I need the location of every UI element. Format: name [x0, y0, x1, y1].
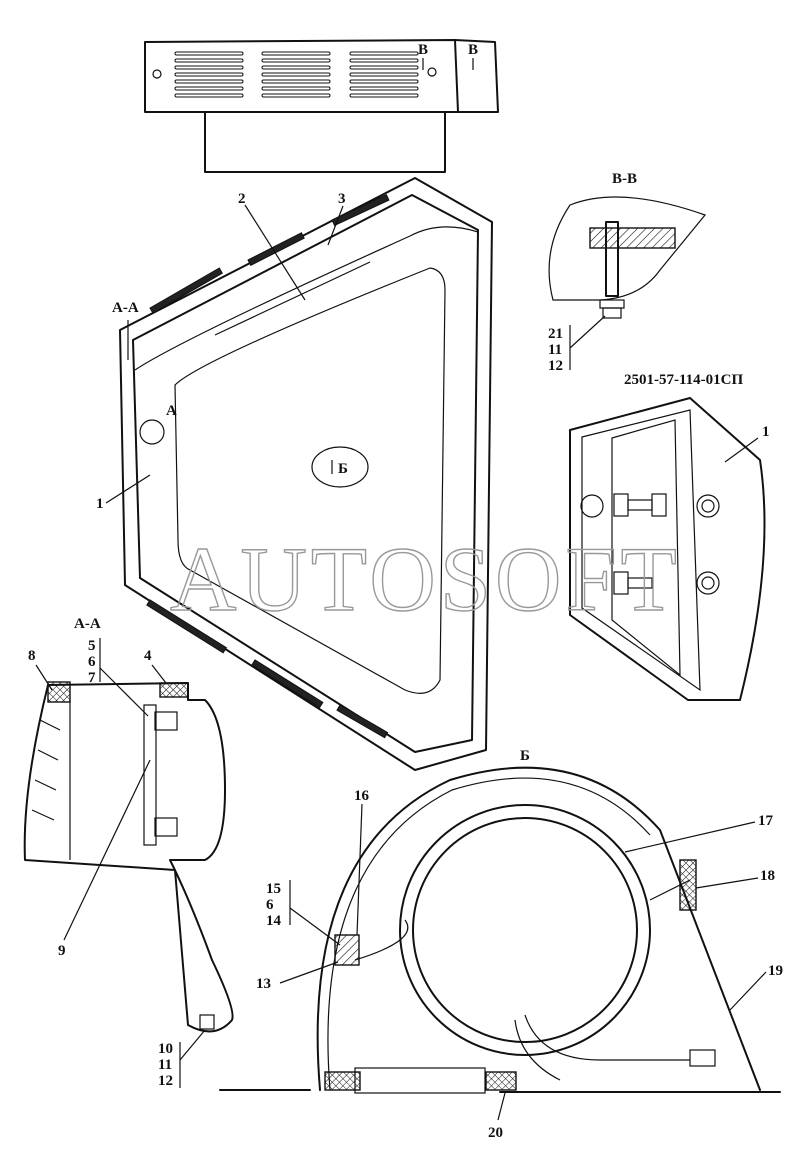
louver-slot: [349, 79, 419, 84]
section-aa-title: А-А: [74, 616, 101, 632]
louver-slot: [174, 72, 244, 77]
housing-main-view: Б 2 3 А-А А 1: [96, 177, 493, 771]
callout-6-b: 6: [266, 897, 274, 913]
callout-15: 15: [266, 881, 281, 897]
section-mark-b-right: В: [468, 42, 478, 58]
louver-slot: [261, 93, 331, 98]
louver-slot: [174, 79, 244, 84]
callout-12: 12: [548, 358, 563, 374]
louver-slot: [174, 86, 244, 91]
detail-fasteners: 1: [569, 397, 770, 701]
position-16-label: 16: [354, 788, 370, 804]
louver-slot: [349, 86, 419, 91]
position-3-label: 3: [338, 191, 346, 207]
section-a-marker: А: [166, 403, 177, 419]
callout-14: 14: [266, 913, 282, 929]
louver-slot: [349, 58, 419, 63]
callout-11: 11: [548, 342, 562, 358]
position-19-label: 19: [768, 963, 783, 979]
louver-slot: [261, 65, 331, 70]
louver-slot: [174, 93, 244, 98]
louver-slot: [174, 65, 244, 70]
position-8-label: 8: [28, 648, 36, 664]
view-b-title: Б: [520, 748, 530, 764]
louver-slot: [261, 86, 331, 91]
section-mark-b-left: В: [418, 42, 428, 58]
louver-slot: [261, 72, 331, 77]
louver-slot: [349, 72, 419, 77]
position-13-label: 13: [256, 976, 271, 992]
position-4-label: 4: [144, 648, 152, 664]
position-18-label: 18: [760, 868, 775, 884]
callout-7: 7: [88, 670, 96, 686]
section-aa-marker: А-А: [112, 300, 139, 316]
position-2-label: 2: [238, 191, 246, 207]
callout-11-bottom: 11: [158, 1057, 172, 1073]
position-1-label: 1: [96, 496, 104, 512]
louver-slot: [349, 93, 419, 98]
callout-6: 6: [88, 654, 96, 670]
document-code: 2501-57-114-01СП: [624, 372, 743, 388]
louver-slot: [261, 51, 331, 56]
louver-slot: [261, 58, 331, 63]
callout-10: 10: [158, 1041, 173, 1057]
section-aa: А-А 5 6 7 8 4 9 10 11 12: [23, 616, 234, 1089]
position-17-label: 17: [758, 813, 774, 829]
section-bb: В-В 21 11 12: [548, 171, 707, 374]
view-b-fan: Б 16 17 15 6 14 13 18 19 20: [219, 748, 783, 1141]
position-20-label: 20: [488, 1125, 503, 1141]
grille-top-view: В В: [144, 39, 499, 173]
louver-slot: [349, 51, 419, 56]
view-b-marker: Б: [338, 461, 348, 477]
louver-slot: [261, 79, 331, 84]
callout-12-bottom: 12: [158, 1073, 173, 1089]
louver-slot: [174, 51, 244, 56]
callout-21: 21: [548, 326, 563, 342]
detail-position-1-label: 1: [762, 424, 770, 440]
watermark: AUTOSOFT: [170, 528, 681, 630]
louver-slot: [174, 58, 244, 63]
louver-slot: [349, 65, 419, 70]
section-bb-title: В-В: [612, 171, 637, 187]
callout-5: 5: [88, 638, 96, 654]
position-9-label: 9: [58, 943, 66, 959]
